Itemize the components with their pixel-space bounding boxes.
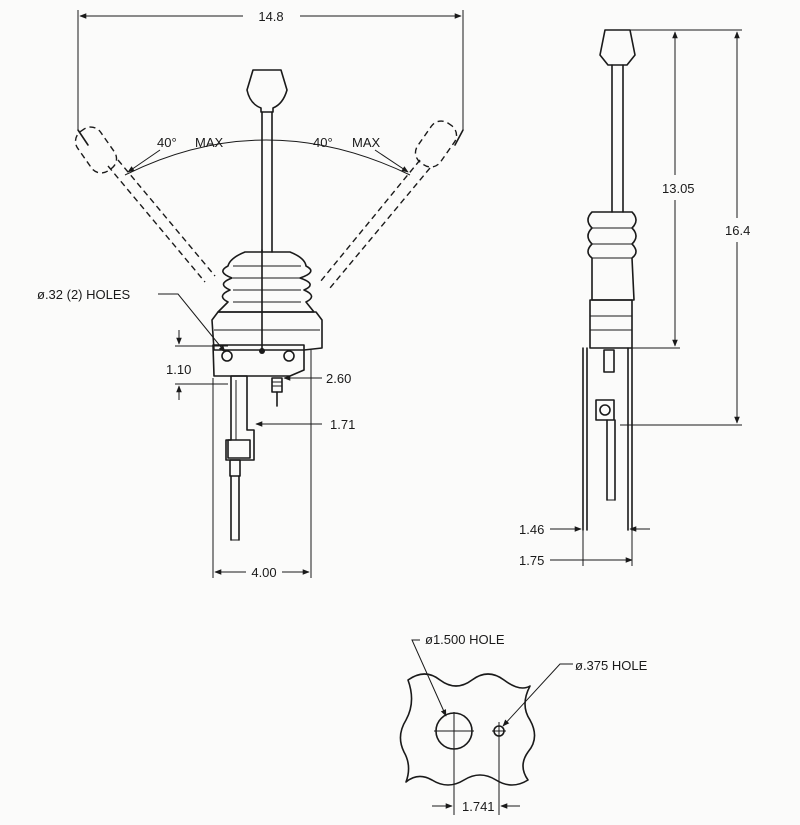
side-housing [589, 299, 633, 349]
dim-14-8-line [77, 10, 464, 130]
switch-body [225, 375, 255, 541]
mount-hole-right [283, 350, 295, 362]
dim-13-05-label: 13.05 [662, 181, 695, 196]
boot-bellows [217, 251, 315, 313]
overall-width-label: 14.8 [258, 9, 283, 24]
side-bellows [587, 211, 637, 301]
front-view: 14.8 40° MAX 40° MAX [37, 9, 464, 580]
mount-plate [212, 344, 305, 377]
dim-2-60-label: 2.60 [326, 371, 351, 386]
connector-stud [271, 377, 283, 407]
envelope-right [454, 129, 464, 146]
side-knob [599, 29, 636, 66]
handle-knob [246, 69, 288, 113]
mount-holes-label: ø.32 (2) HOLES [37, 287, 131, 302]
max-right-label: MAX [352, 135, 381, 150]
tilted-handle-left [74, 126, 216, 283]
side-bracket [582, 347, 633, 531]
cutout-outline [399, 673, 536, 786]
dim-16-4-label: 16.4 [725, 223, 750, 238]
dim-1-75-label: 1.75 [519, 553, 544, 568]
dim-1-10-label: 1.10 [166, 362, 191, 377]
envelope-left [77, 129, 89, 146]
housing [211, 311, 323, 351]
spacing-label: 1.741 [462, 799, 495, 814]
large-hole-label: ø1.500 HOLE [425, 632, 505, 647]
tilted-handle-right [319, 120, 458, 289]
mount-hole-left [221, 350, 233, 362]
angle-left-label: 40° [157, 135, 177, 150]
dim-4-00-label: 4.00 [251, 565, 276, 580]
center-dot [259, 348, 265, 354]
angle-right-label: 40° [313, 135, 333, 150]
side-view: 13.05 16.4 1.46 1.75 [519, 29, 750, 568]
dim-1-71-label: 1.71 [330, 417, 355, 432]
dim-1-46-label: 1.46 [519, 522, 544, 537]
max-left-label: MAX [195, 135, 224, 150]
panel-cutout: ø1.500 HOLE ø.375 HOLE 1.741 [399, 632, 648, 815]
small-hole-label: ø.375 HOLE [575, 658, 648, 673]
angle-arc [124, 139, 411, 176]
